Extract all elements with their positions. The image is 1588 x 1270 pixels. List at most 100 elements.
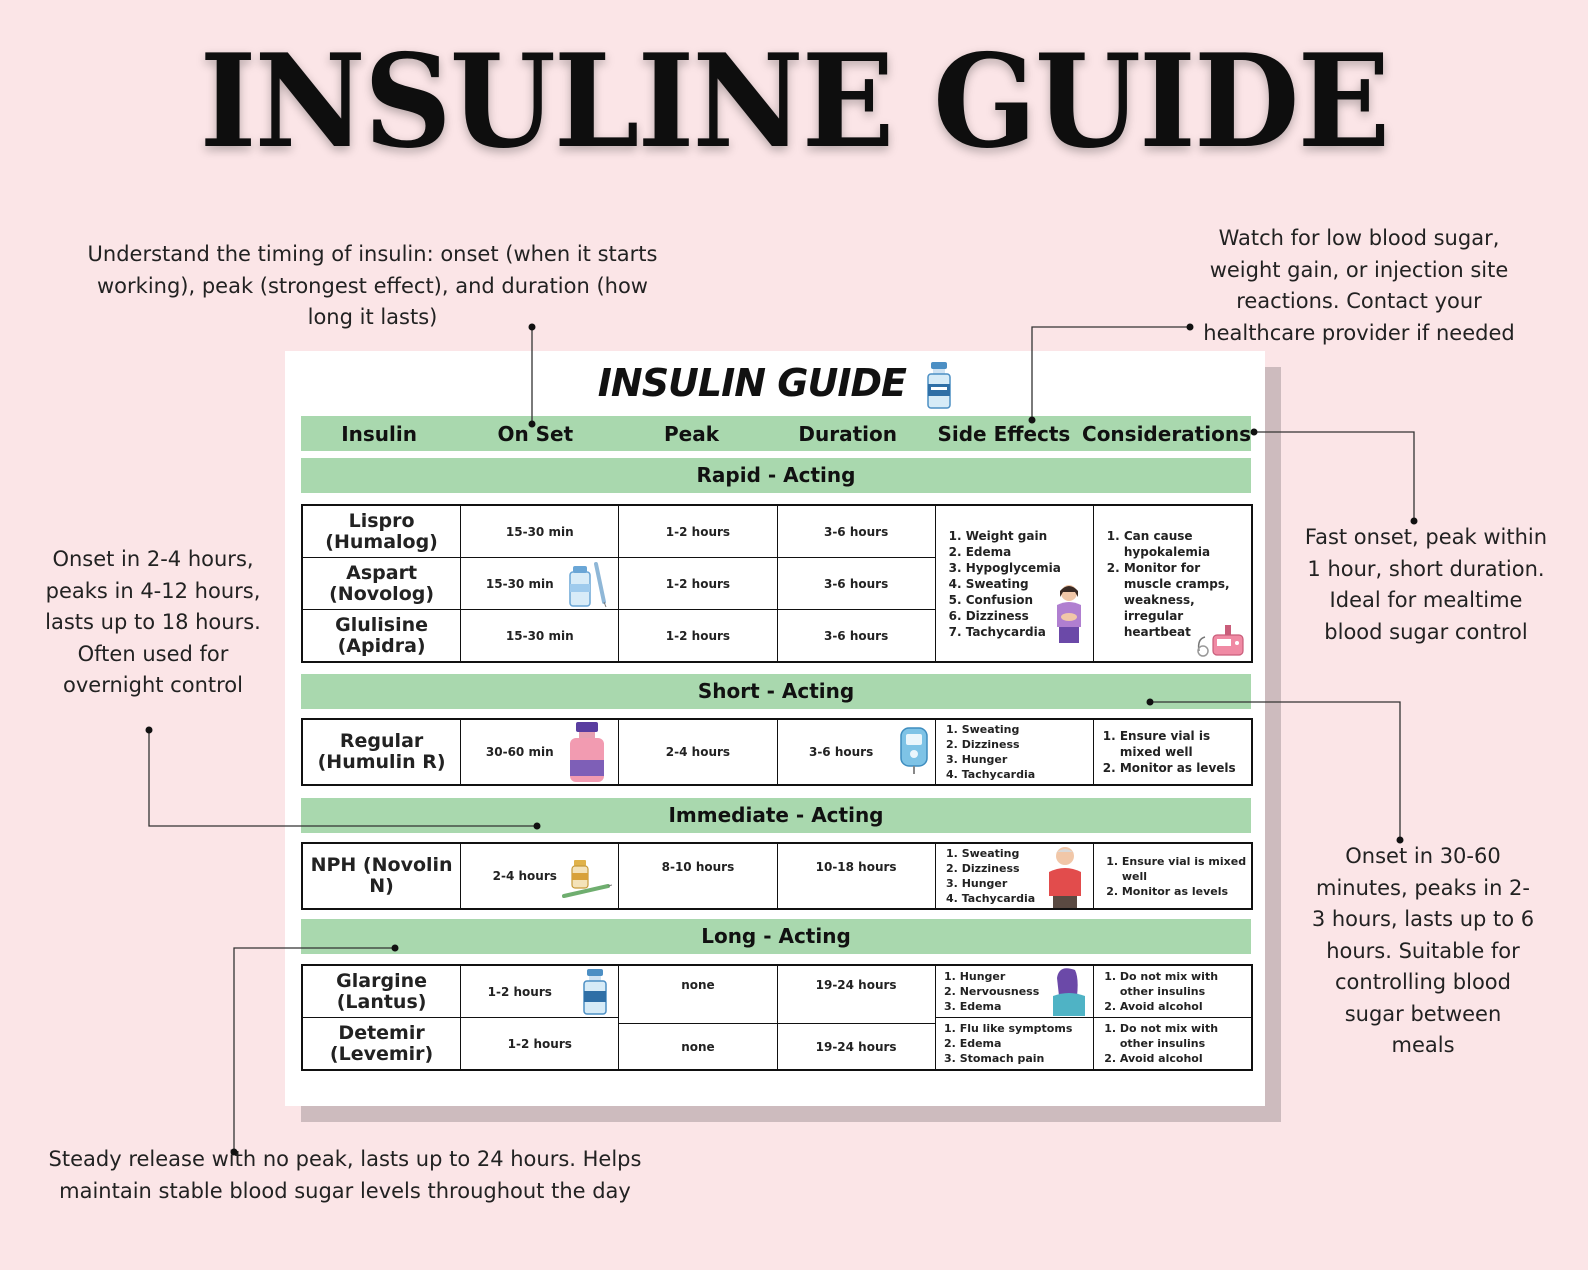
insulin-vial-pen-icon bbox=[569, 562, 607, 608]
section-intermediate: NPH (Novolin N) 2-4 hours 8-10 hours 10-… bbox=[301, 842, 1253, 910]
onset-cell: 1-2 hours bbox=[461, 966, 618, 1017]
connector-dot bbox=[1186, 323, 1194, 331]
column-header-row: Insulin On Set Peak Duration Side Effect… bbox=[301, 416, 1251, 451]
duration-value: 3-6 hours bbox=[777, 609, 935, 661]
column-header-duration: Duration bbox=[798, 421, 897, 446]
glucose-meter-icon bbox=[899, 727, 928, 774]
side-effect-item: Tachycardia bbox=[966, 624, 1061, 640]
consideration-item: Do not mix with other insulins bbox=[1120, 1021, 1247, 1051]
col-duration: 3-6 hours 3-6 hours 3-6 hours bbox=[777, 506, 936, 661]
considerations-list: Ensure vial is mixed well Monitor as lev… bbox=[1104, 728, 1247, 776]
column-header-considerations: Considerations bbox=[1082, 421, 1251, 446]
card-title-text: INSULIN GUIDE bbox=[597, 361, 907, 405]
consideration-item: Ensure vial is mixed well bbox=[1120, 728, 1247, 760]
annotation-short: Onset in 30-60 minutes, peaks in 2-3 hou… bbox=[1311, 844, 1535, 1057]
side-effect-item: Hunger bbox=[962, 752, 1035, 767]
col-insulin: Regular (Humulin R) bbox=[303, 720, 462, 784]
page-title: INSULINE GUIDE bbox=[199, 27, 1391, 177]
side-effect-item: Tachycardia bbox=[962, 891, 1035, 906]
peak-value: 2-4 hours bbox=[665, 745, 731, 759]
onset-value: 1-2 hours bbox=[461, 1017, 619, 1069]
side-effects-list: Weight gain Edema Hypoglycemia Sweating … bbox=[950, 528, 1061, 640]
consideration-item: Avoid alcohol bbox=[1120, 999, 1247, 1014]
onset-cell: 30-60 min bbox=[461, 720, 618, 784]
side-effect-item: Weight gain bbox=[966, 528, 1061, 544]
side-effect-item: Tachycardia bbox=[962, 767, 1035, 782]
side-effect-item: Dizziness bbox=[966, 608, 1061, 624]
insulin-vial-icon bbox=[583, 969, 608, 1015]
insulin-name: NPH (Novolin N) bbox=[310, 854, 453, 897]
connector-dot bbox=[145, 726, 153, 734]
column-header-peak: Peak bbox=[663, 421, 720, 446]
side-effects-list: Sweating Dizziness Hunger Tachycardia bbox=[946, 722, 1035, 782]
duration-value: 10-18 hours bbox=[815, 860, 897, 874]
duration-value: 19-24 hours bbox=[815, 978, 897, 992]
insulin-name: Detemir (Levemir) bbox=[303, 1017, 461, 1069]
col-peak: none none bbox=[619, 966, 778, 1069]
col-peak: 8-10 hours bbox=[619, 844, 778, 908]
insulin-name: Glulisine (Apidra) bbox=[303, 609, 461, 661]
considerations-cell: Do not mix with other insulins Avoid alc… bbox=[1093, 1017, 1252, 1069]
peak-value: none bbox=[619, 1023, 777, 1069]
side-effects-cell: Sweating Dizziness Hunger Tachycardia bbox=[936, 844, 1093, 908]
onset-value: 30-60 min bbox=[485, 745, 554, 759]
considerations-list: Do not mix with other insulins Avoid alc… bbox=[1104, 969, 1247, 1014]
col-onset: 1-2 hours 1-2 hours bbox=[461, 966, 620, 1069]
peak-value: 1-2 hours bbox=[619, 609, 777, 661]
side-effect-item: Edema bbox=[960, 999, 1040, 1014]
consideration-item: Avoid alcohol bbox=[1120, 1051, 1247, 1066]
considerations-list: Can cause hypokalemia Monitor for muscle… bbox=[1108, 528, 1247, 640]
peak-value: 1-2 hours bbox=[665, 524, 731, 539]
duration-value: 19-24 hours bbox=[777, 1023, 935, 1069]
col-peak: 2-4 hours bbox=[619, 720, 778, 784]
column-header-onset: On Set bbox=[497, 421, 574, 446]
duration-value: 3-6 hours bbox=[808, 745, 874, 759]
duration-value: 3-6 hours bbox=[823, 524, 889, 539]
consideration-item: Do not mix with other insulins bbox=[1120, 969, 1247, 999]
side-effect-item: Sweating bbox=[962, 722, 1035, 737]
section-band-long: Long - Acting bbox=[301, 919, 1251, 954]
considerations-wrap: Do not mix with other insulins Avoid alc… bbox=[1094, 1018, 1251, 1069]
insulin-vial-icon bbox=[927, 361, 951, 409]
peak-value: 1-2 hours bbox=[619, 557, 777, 609]
onset-value: 2-4 hours bbox=[492, 869, 557, 883]
annotation-rapid: Fast onset, peak within 1 hour, short du… bbox=[1304, 525, 1548, 644]
side-effects-cell: Sweating Dizziness Hunger Tachycardia bbox=[936, 720, 1093, 784]
col-considerations: Do not mix with other insulins Avoid alc… bbox=[1093, 966, 1252, 1069]
column-header-insulin: Insulin bbox=[341, 421, 417, 446]
consideration-item: Monitor for muscle cramps, weakness, irr… bbox=[1124, 560, 1247, 640]
side-effects-list: Hunger Nervousness Edema bbox=[944, 969, 1040, 1014]
elderly-person-illustration bbox=[1048, 847, 1081, 908]
side-effect-item: Dizziness bbox=[962, 861, 1035, 876]
col-insulin: Lispro (Humalog) Aspart (Novolog) Glulis… bbox=[303, 506, 462, 661]
column-header-side-effects: Side Effects bbox=[937, 421, 1071, 446]
duration-value: 3-6 hours bbox=[777, 557, 935, 609]
insulin-vial-syringe-icon bbox=[562, 860, 613, 898]
col-considerations: Ensure vial is mixed well Monitor as lev… bbox=[1094, 720, 1251, 784]
col-duration: 3-6 hours bbox=[778, 720, 936, 784]
side-effects-wrap: Hunger Nervousness Edema bbox=[936, 966, 1044, 1017]
onset-value: 1-2 hours bbox=[487, 984, 552, 999]
col-side-effects: Hunger Nervousness Edema Flu like sympto… bbox=[935, 966, 1094, 1069]
col-duration: 19-24 hours 19-24 hours bbox=[777, 966, 936, 1069]
considerations-wrap: Do not mix with other insulins Avoid alc… bbox=[1094, 966, 1251, 1017]
person-illustration bbox=[1052, 968, 1085, 1016]
col-insulin: Glargine (Lantus) Detemir (Levemir) bbox=[303, 966, 462, 1069]
side-effect-item: Edema bbox=[966, 544, 1061, 560]
insulin-name: Lispro (Humalog) bbox=[325, 509, 438, 553]
col-duration: 10-18 hours bbox=[778, 844, 936, 908]
insulin-name: Glargine (Lantus) bbox=[336, 969, 427, 1013]
side-effect-item: Hypoglycemia bbox=[966, 560, 1061, 576]
side-effects-list: Sweating Dizziness Hunger Tachycardia bbox=[946, 846, 1035, 906]
section-band-intermediate: Immediate - Acting bbox=[301, 798, 1251, 833]
considerations-list: Ensure vial is mixed well Monitor as lev… bbox=[1106, 854, 1247, 899]
col-considerations: Can cause hypokalemia Monitor for muscle… bbox=[1094, 506, 1251, 661]
peak-value: none bbox=[681, 978, 715, 992]
col-side-effects: Sweating Dizziness Hunger Tachycardia bbox=[936, 720, 1094, 784]
considerations-list: Do not mix with other insulins Avoid alc… bbox=[1104, 1021, 1247, 1066]
col-considerations: Ensure vial is mixed well Monitor as lev… bbox=[1094, 844, 1251, 908]
annotation-long: Steady release with no peak, lasts up to… bbox=[48, 1147, 642, 1203]
section-rapid: Lispro (Humalog) Aspart (Novolog) Glulis… bbox=[301, 504, 1253, 663]
col-insulin: NPH (Novolin N) bbox=[303, 844, 462, 908]
col-side-effects: Weight gain Edema Hypoglycemia Sweating … bbox=[936, 506, 1094, 661]
